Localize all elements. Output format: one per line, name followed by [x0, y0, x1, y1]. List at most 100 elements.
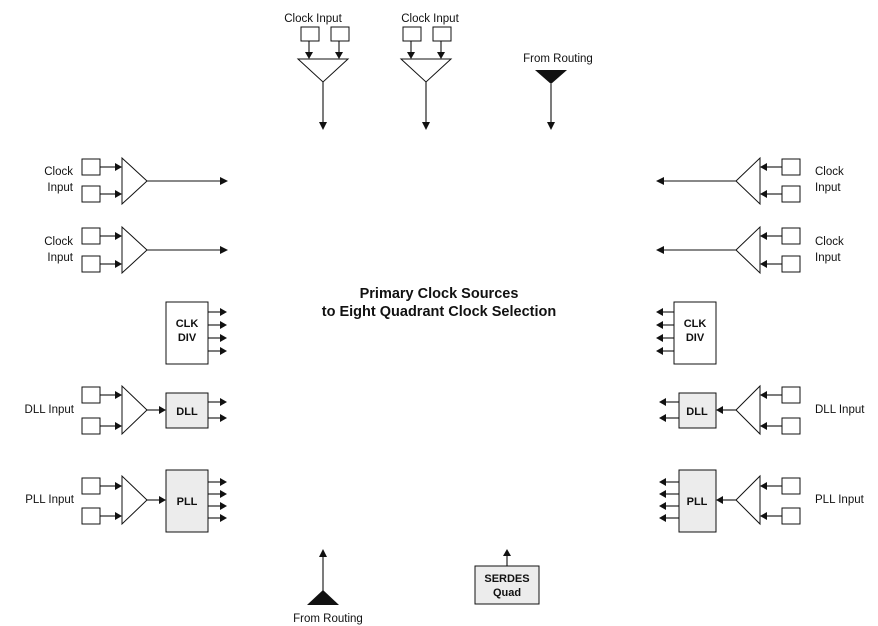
input-pad — [781, 227, 801, 245]
input-pad — [781, 158, 801, 176]
input-pad — [781, 477, 801, 495]
arrowhead — [437, 52, 445, 59]
serdes-label: SERDES — [484, 573, 529, 585]
bottom-from-routing-label: From Routing — [293, 613, 363, 625]
input-pad — [300, 26, 320, 42]
dll-label: DLL — [176, 406, 198, 418]
top-clock-input-2: Clock Input — [399, 13, 460, 130]
routing-source-triangle — [307, 590, 339, 605]
arrowhead — [760, 422, 767, 430]
arrowhead — [115, 190, 122, 198]
input-pad — [81, 227, 101, 245]
pll-label: PLL — [177, 496, 198, 508]
clock-buffer — [735, 384, 761, 436]
input-pad — [81, 255, 101, 273]
input-pad — [81, 158, 101, 176]
clock-buffer — [296, 58, 350, 83]
clock-buffer — [735, 156, 761, 206]
arrowhead — [159, 496, 166, 504]
arrowhead — [220, 514, 227, 522]
input-pad — [81, 477, 101, 495]
arrowhead — [305, 52, 313, 59]
arrowhead — [220, 490, 227, 498]
arrowhead — [659, 414, 666, 422]
arrowhead — [115, 422, 122, 430]
clk-label: CLK — [176, 318, 199, 330]
left-pll-input-label: PLL Input — [25, 494, 75, 506]
routing-source-triangle — [535, 70, 567, 84]
arrowhead — [659, 514, 666, 522]
arrowhead — [760, 512, 767, 520]
clk-label: CLK — [684, 318, 707, 330]
clock-buffer — [121, 156, 148, 206]
arrowhead — [407, 52, 415, 59]
bottom-from-routing: From Routing — [293, 549, 363, 625]
pll-box — [165, 469, 209, 533]
arrowhead — [115, 512, 122, 520]
input-pad — [81, 386, 101, 404]
arrowhead — [760, 232, 767, 240]
right-clock-input-1-label-input: Input — [815, 182, 841, 194]
dll-label: DLL — [686, 406, 708, 418]
right-clock-input-1-label-clock: Clock — [815, 166, 844, 178]
arrowhead — [159, 406, 166, 414]
left-pll-block: PLL Input PLL — [25, 469, 227, 533]
right-clock-input-2-label-clock: Clock — [815, 236, 844, 248]
arrowhead — [220, 246, 228, 254]
input-pad — [402, 26, 422, 42]
arrowhead — [115, 391, 122, 399]
clk-div-box — [673, 301, 717, 365]
arrowhead — [115, 482, 122, 490]
arrowhead — [716, 496, 723, 504]
right-clock-input-1: Clock Input — [656, 156, 844, 206]
left-dll-block: DLL Input DLL — [25, 384, 227, 436]
left-clock-input-2-label-input: Input — [47, 252, 73, 264]
arrowhead — [220, 321, 227, 329]
arrowhead — [656, 347, 663, 355]
input-pad — [781, 507, 801, 525]
left-dll-input-label: DLL Input — [25, 404, 75, 416]
arrowhead — [656, 321, 663, 329]
arrowhead — [716, 406, 723, 414]
input-pad — [81, 185, 101, 203]
input-pad — [781, 417, 801, 435]
arrowhead — [220, 334, 227, 342]
clock-buffer — [399, 58, 453, 83]
right-clock-input-2: Clock Input — [656, 225, 844, 275]
arrowhead — [422, 122, 430, 130]
div-label: DIV — [178, 332, 197, 344]
quad-label: Quad — [493, 587, 521, 599]
right-clock-input-2-label-input: Input — [815, 252, 841, 264]
left-clk-div-block: CLK DIV — [165, 301, 227, 365]
arrowhead — [319, 122, 327, 130]
arrowhead — [656, 308, 663, 316]
top-clock-input-2-label: Clock Input — [401, 13, 459, 25]
top-from-routing: From Routing — [523, 53, 593, 130]
arrowhead — [659, 490, 666, 498]
arrowhead — [220, 177, 228, 185]
dll-box — [678, 392, 717, 429]
input-pad — [81, 417, 101, 435]
clock-buffer — [121, 384, 148, 436]
clk-div-box — [165, 301, 209, 365]
arrowhead — [659, 478, 666, 486]
clock-buffer — [121, 225, 148, 275]
right-pll-block: PLL Input PLL — [659, 469, 865, 533]
left-clock-input-1-label-clock: Clock — [44, 166, 73, 178]
pll-box — [678, 469, 717, 533]
arrowhead — [656, 246, 664, 254]
arrowhead — [220, 398, 227, 406]
clock-buffer — [735, 225, 761, 275]
arrowhead — [503, 549, 511, 556]
pll-label: PLL — [687, 496, 708, 508]
arrowhead — [760, 190, 767, 198]
arrowhead — [659, 502, 666, 510]
input-pad — [432, 26, 452, 42]
right-pll-input-label: PLL Input — [815, 494, 865, 506]
arrowhead — [656, 177, 664, 185]
input-pad — [781, 255, 801, 273]
input-pad — [781, 185, 801, 203]
top-clock-input-1-label: Clock Input — [284, 13, 342, 25]
clock-buffer — [735, 474, 761, 526]
arrowhead — [115, 260, 122, 268]
